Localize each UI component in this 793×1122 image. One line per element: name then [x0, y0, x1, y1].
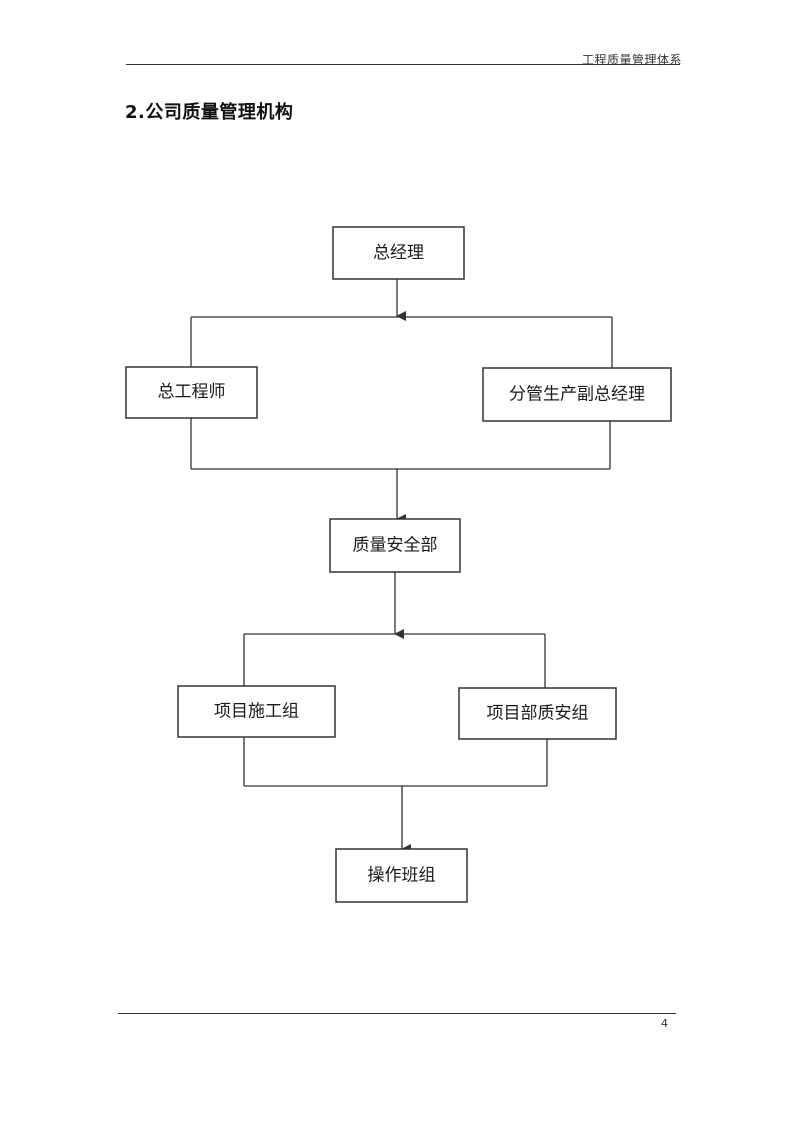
footer-divider	[118, 1013, 676, 1014]
node-deputy-gm-production: 分管生产副总经理	[482, 367, 672, 422]
node-label: 操作班组	[368, 866, 436, 886]
node-label: 总工程师	[158, 382, 226, 402]
node-project-construction-group: 项目施工组	[177, 685, 336, 738]
node-operation-team: 操作班组	[335, 848, 468, 903]
page-number: 4	[661, 1017, 668, 1030]
header-divider	[126, 64, 680, 65]
running-header: 工程质量管理体系	[581, 53, 682, 67]
connectors	[190, 279, 613, 854]
node-quality-safety-dept: 质量安全部	[329, 518, 461, 573]
node-label: 质量安全部	[353, 536, 438, 556]
node-general-manager: 总经理	[332, 226, 465, 280]
section-title: 2.公司质量管理机构	[125, 102, 294, 123]
node-label: 项目施工组	[214, 702, 299, 722]
node-label: 分管生产副总经理	[509, 385, 645, 405]
node-chief-engineer: 总工程师	[125, 366, 258, 419]
node-project-quality-safety-group: 项目部质安组	[458, 687, 617, 740]
node-label: 项目部质安组	[487, 704, 589, 724]
node-label: 总经理	[373, 243, 424, 263]
